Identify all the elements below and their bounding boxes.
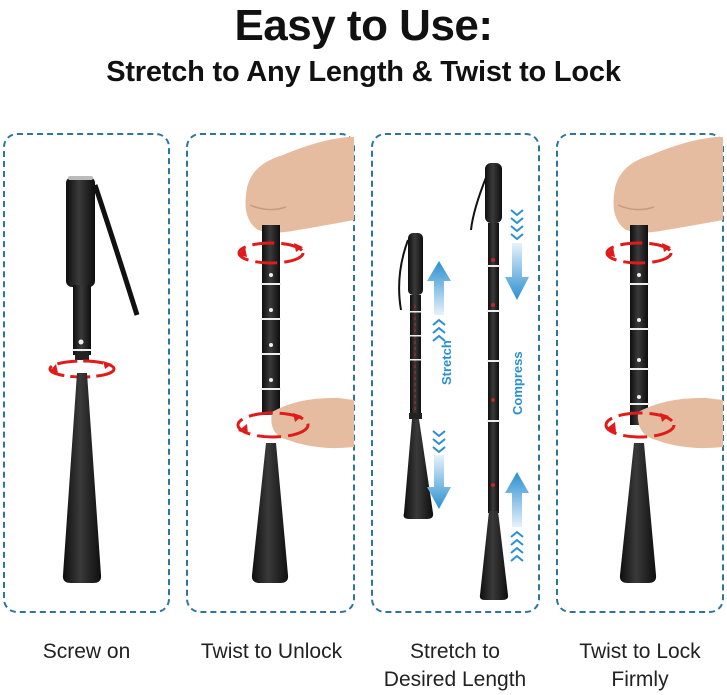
shoehorn-lock-illustration: [604, 137, 723, 583]
caption-line: Twist to Unlock: [200, 640, 343, 663]
compress-down-arrow-icon: [505, 209, 529, 300]
caption-stretch: Stretch to Desired Length: [360, 638, 550, 694]
rotation-arrow-icon: [236, 411, 310, 439]
caption-line: Firmly: [611, 668, 669, 691]
page-subtitle: Stretch to Any Length & Twist to Lock: [106, 56, 621, 88]
step-panel-screw-on: [3, 133, 170, 613]
hand-graphic: [245, 137, 354, 233]
stretch-up-arrow-icon: [427, 261, 451, 342]
caption-screw-on: Screw on: [3, 638, 170, 666]
rotation-arrow-icon: [605, 241, 673, 265]
step-panel-twist-unlock: [186, 133, 355, 613]
stretch-label: Stretch: [439, 340, 454, 385]
caption-twist-unlock: Twist to Unlock: [180, 638, 363, 666]
shoehorn-unlock-illustration: [236, 137, 354, 583]
caption-line: Stretch to: [410, 640, 500, 663]
shoehorn-stretch-illustration: Stretch Compress: [398, 163, 529, 600]
compress-label: Compress: [510, 351, 525, 415]
caption-twist-lock: Twist to Lock Firmly: [550, 638, 727, 694]
shoehorn-screw-illustration: [48, 176, 140, 583]
rotation-arrow-icon: [604, 411, 676, 439]
compress-up-arrow-icon: [505, 472, 529, 562]
page-title: Easy to Use:: [234, 1, 493, 50]
rotation-arrow-icon: [237, 241, 305, 265]
hand-graphic: [613, 137, 723, 233]
caption-line: Screw on: [42, 640, 131, 663]
step-panel-stretch: Stretch Compress: [371, 133, 540, 613]
caption-line: Desired Length: [383, 668, 527, 691]
step-panel-twist-lock: [556, 133, 724, 613]
stretch-down-arrow-icon: [427, 430, 451, 509]
caption-line: Twist to Lock: [579, 640, 701, 663]
